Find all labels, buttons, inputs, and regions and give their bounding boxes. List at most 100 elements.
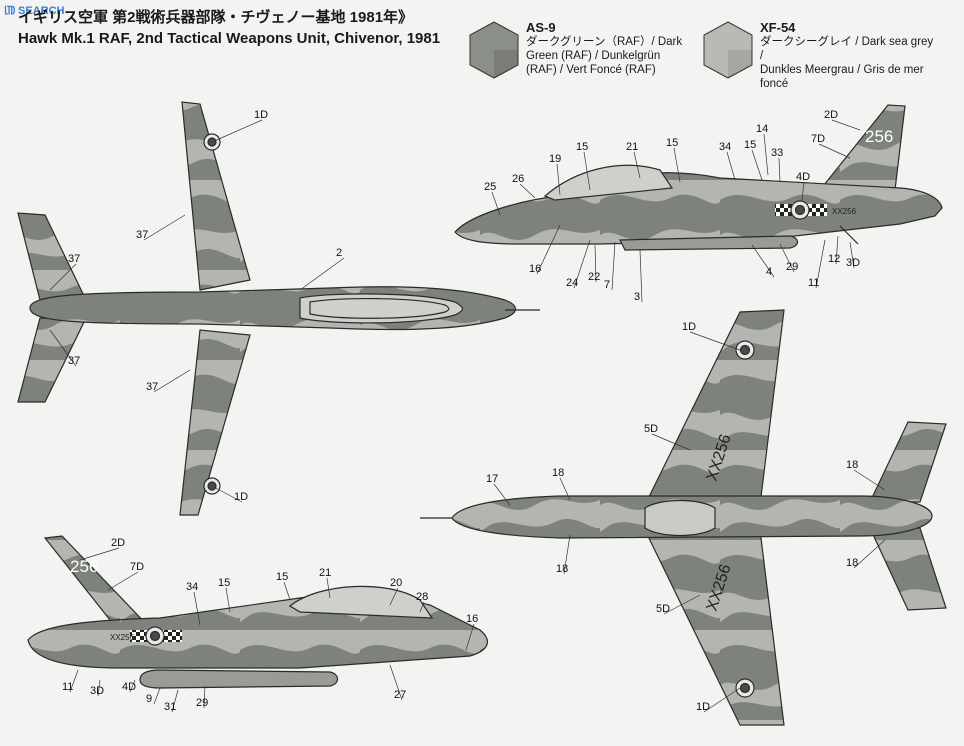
callout-label: 20	[390, 577, 402, 589]
callout-label: 29	[196, 697, 208, 709]
swatch-xf54	[703, 21, 753, 79]
callout-label: 22	[588, 271, 600, 283]
callout-label: 1D	[682, 321, 696, 333]
callout-leader	[193, 591, 201, 626]
callout-leader	[853, 469, 886, 491]
serial-right-side: XX256	[832, 207, 857, 216]
callout-label: 37	[68, 253, 80, 265]
callout-leader	[815, 239, 826, 289]
title-english: Hawk Mk.1 RAF, 2nd Tactical Weapons Unit…	[18, 30, 441, 47]
callout-leader	[779, 243, 795, 273]
callout-leader	[689, 331, 741, 351]
callout-label: 37	[146, 381, 158, 393]
callout-leader	[203, 685, 206, 709]
callout-label: 25	[484, 181, 496, 193]
callout-label: 24	[566, 277, 578, 289]
bottom-view	[420, 309, 947, 726]
tail-code-left: 256	[70, 557, 98, 576]
callout-leader	[129, 679, 136, 693]
callout-label: 15	[218, 577, 230, 589]
callout-label: 1D	[234, 491, 248, 503]
callout-label: 26	[512, 173, 524, 185]
callout-leader	[211, 485, 243, 503]
legend-code: XF-54	[760, 20, 796, 35]
callout-leader	[559, 477, 571, 501]
callout-leader	[583, 151, 591, 191]
callout-leader	[493, 483, 511, 506]
callout-label: 16	[529, 263, 541, 275]
callout-leader	[763, 133, 769, 176]
callout-leader	[573, 239, 591, 289]
left-side-view	[27, 535, 488, 689]
callout-label: 15	[666, 137, 678, 149]
callout-label: 2D	[111, 537, 125, 549]
callout-label: 5D	[644, 423, 658, 435]
callout-label: 11	[62, 681, 73, 693]
callout-label: 1D	[254, 109, 268, 121]
callout-leader	[171, 689, 179, 713]
callout-leader	[726, 151, 736, 181]
callout-label: 37	[68, 355, 80, 367]
callout-label: 14	[756, 123, 768, 135]
callout-leader	[389, 587, 399, 606]
callout-leader	[143, 214, 186, 241]
callout-leader	[835, 235, 839, 265]
callout-leader	[79, 547, 120, 561]
top-view	[17, 101, 540, 516]
callout-label: 34	[719, 141, 731, 153]
callout-leader	[673, 147, 681, 183]
callout-leader	[419, 601, 425, 613]
callout-leader	[536, 224, 561, 275]
callout-label: 4D	[796, 171, 810, 183]
callout-label: 15	[744, 139, 756, 151]
legend-item-as9: AS-9 ダークグリーン（RAF）/ Dark Green (RAF) / Du…	[526, 20, 701, 77]
callout-label: 18	[556, 563, 568, 575]
callout-leader	[491, 191, 501, 216]
callout-leader	[611, 241, 616, 291]
callout-label: 7D	[130, 561, 144, 573]
callout-label: 2D	[824, 109, 838, 121]
watermark: ㋏ SEARCH	[4, 5, 65, 17]
callout-leader	[519, 183, 536, 199]
left-side-stores	[139, 669, 339, 689]
callout-label: 29	[786, 261, 798, 273]
callout-leader	[651, 433, 691, 451]
callout-leader	[283, 581, 291, 601]
callout-label: 18	[846, 557, 858, 569]
callout-label: 1D	[696, 701, 710, 713]
callout-label: 37	[136, 229, 148, 241]
callout-label: 21	[626, 141, 638, 153]
bottom-view-tailplane-lower	[869, 527, 947, 611]
callout-leader	[211, 119, 263, 143]
callout-leader	[556, 163, 561, 196]
callout-label: 11	[808, 277, 819, 289]
callout-label: 31	[164, 701, 176, 713]
callout-label: 34	[186, 581, 198, 593]
callout-label: 12	[828, 253, 840, 265]
callout-label: 7	[604, 279, 610, 291]
callout-label: 21	[319, 567, 331, 579]
legend-code: AS-9	[526, 20, 556, 35]
bottom-view-tailplane-upper	[869, 421, 947, 503]
swatch-as9	[469, 21, 519, 79]
callout-label: 3D	[846, 257, 860, 269]
callout-leader	[831, 119, 861, 131]
callout-label: 18	[846, 459, 858, 471]
callout-label: 3D	[90, 685, 104, 697]
callout-label: 3	[634, 291, 640, 303]
callout-label: 18	[552, 467, 564, 479]
left-side-canopy	[288, 585, 434, 619]
right-side-canopy	[543, 164, 674, 201]
callout-leader	[465, 623, 475, 651]
callout-leader	[563, 534, 571, 575]
callout-label: 19	[549, 153, 561, 165]
callout-label: 17	[486, 473, 498, 485]
serial-left-side: XX256	[110, 633, 135, 642]
callout-leader	[751, 149, 763, 181]
legend-item-xf54: XF-54 ダークシーグレイ / Dark sea grey / Dunkles…	[760, 20, 935, 91]
callout-leader	[107, 571, 139, 591]
title-japanese: イギリス空軍 第2戦術兵器部隊・チヴェノー基地 1981年》	[18, 9, 414, 26]
callout-leader	[801, 181, 805, 201]
callout-label: 28	[416, 591, 428, 603]
